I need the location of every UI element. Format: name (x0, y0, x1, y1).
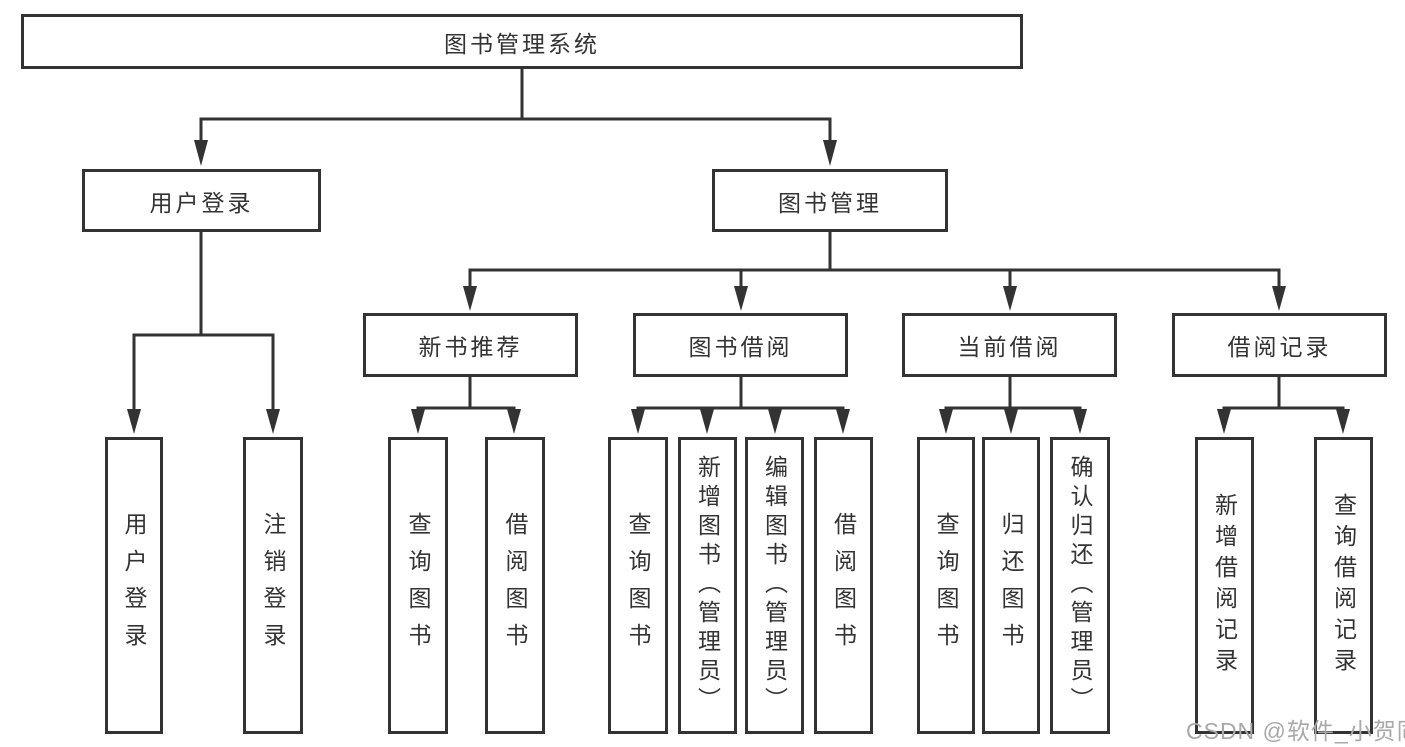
leaf-add-borrow-record: 新增借阅记录 (1195, 437, 1254, 734)
node-book-management: 图书管理 (712, 169, 948, 232)
arrowheads (127, 140, 1350, 434)
leaf-borrow-books-borrowing: 借阅图书 (814, 437, 873, 734)
node-current-borrowing: 当前借阅 (902, 313, 1117, 377)
leaf-query-books-recommend: 查询图书 (388, 437, 448, 734)
leaf-return-book: 归还图书 (982, 437, 1040, 734)
leaf-query-books-current: 查询图书 (917, 437, 975, 734)
leaf-borrow-books-recommend: 借阅图书 (485, 437, 545, 734)
node-new-book-recommend: 新书推荐 (363, 313, 578, 377)
node-user-login: 用户登录 (82, 169, 321, 232)
node-borrowing-records: 借阅记录 (1172, 313, 1387, 377)
csdn-watermark: CSDN @软件_小贺同学 (1186, 718, 1405, 744)
node-book-borrowing: 图书借阅 (633, 313, 848, 377)
node-root-system: 图书管理系统 (21, 14, 1023, 69)
leaf-query-books-borrowing: 查询图书 (608, 437, 668, 734)
leaf-add-book-admin: 新增图书（管理员） (678, 437, 737, 734)
leaf-query-borrow-record: 查询借阅记录 (1314, 437, 1373, 734)
leaf-user-login: 用户登录 (105, 437, 163, 734)
leaf-confirm-return-admin: 确认归还（管理员） (1050, 437, 1110, 734)
leaf-logout: 注销登录 (243, 437, 303, 734)
leaf-edit-book-admin: 编辑图书（管理员） (745, 437, 804, 734)
